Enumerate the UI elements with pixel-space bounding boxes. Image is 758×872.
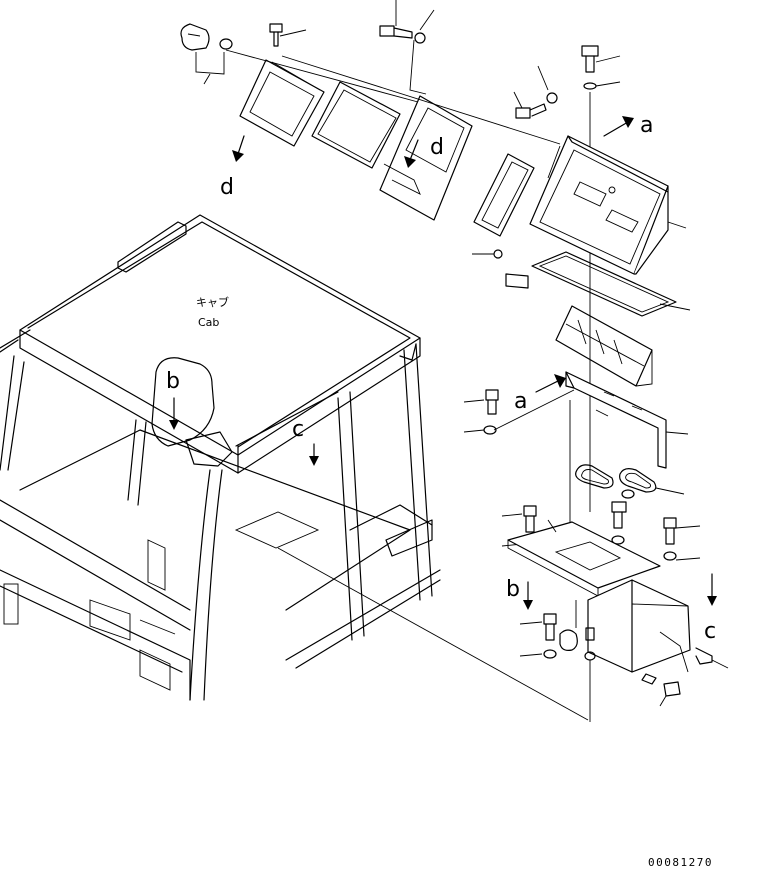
ref-label-a-bottom: a: [514, 389, 527, 414]
lower-assembly: b c: [277, 371, 729, 722]
ref-label-a-top: a: [640, 113, 653, 138]
ref-label-c-cab: c: [292, 417, 304, 442]
ref-label-c-base: c: [704, 619, 716, 644]
ref-label-b-cab: b: [166, 369, 180, 394]
ref-label-d-mid: d: [430, 135, 444, 160]
cab-assembly: キャブ Cab b c: [0, 214, 441, 701]
ref-label-b-base: b: [506, 577, 520, 602]
drawing-number: 00081270: [648, 856, 713, 869]
top-parts: [180, 0, 621, 512]
ref-label-d-left: d: [220, 175, 234, 200]
console-box: a a d d: [220, 113, 691, 414]
cab-label-jp: キャブ: [196, 295, 229, 309]
cab-label-en: Cab: [198, 316, 219, 329]
